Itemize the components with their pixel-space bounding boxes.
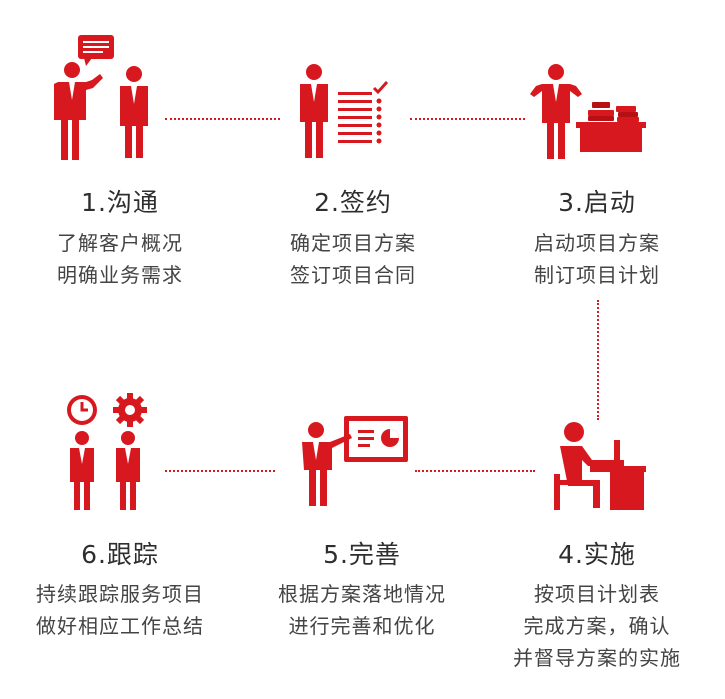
- step-6-line-2: 做好相应工作总结: [36, 614, 204, 638]
- step-2-line-1: 确定项目方案: [290, 231, 416, 255]
- connector-4-5: [415, 470, 535, 472]
- step-2-line-2: 签订项目合同: [290, 263, 416, 287]
- step-5-title: 5.完善: [323, 540, 401, 569]
- step-2-desc: 确定项目方案 签订项目合同: [233, 227, 473, 291]
- connector-5-6: [165, 470, 275, 472]
- step-5-desc: 根据方案落地情况 进行完善和优化: [242, 578, 482, 642]
- person-desk-books-icon: [530, 64, 646, 159]
- connector-3-4: [597, 300, 599, 420]
- step-6-line-1: 持续跟踪服务项目: [36, 582, 204, 606]
- step-1-title: 1.沟通: [81, 188, 159, 217]
- two-people-talking-icon: [54, 35, 148, 160]
- step-5-line-2: 进行完善和优化: [288, 614, 436, 638]
- step-1-line-1: 了解客户概况: [57, 231, 183, 255]
- step-3-desc: 启动项目方案 制订项目计划: [477, 227, 717, 291]
- step-3-title: 3.启动: [558, 188, 636, 217]
- step-2-title: 2.签约: [314, 188, 392, 217]
- people-clock-gear-icon: [67, 393, 147, 510]
- step-4-line-2: 完成方案，确认: [523, 614, 671, 638]
- connector-1-2: [165, 118, 280, 120]
- step-1-line-2: 明确业务需求: [57, 263, 183, 287]
- step-5-line-1: 根据方案落地情况: [278, 582, 446, 606]
- step-4-line-1: 按项目计划表: [534, 582, 660, 606]
- step-1-desc: 了解客户概况 明确业务需求: [0, 227, 240, 291]
- step-6-desc: 持续跟踪服务项目 做好相应工作总结: [0, 578, 240, 642]
- connector-2-3: [410, 118, 525, 120]
- person-presentation-board-icon: [302, 416, 408, 506]
- step-3-line-1: 启动项目方案: [534, 231, 660, 255]
- step-4-title: 4.实施: [558, 540, 636, 569]
- step-4-desc: 按项目计划表 完成方案，确认 并督导方案的实施: [477, 578, 717, 674]
- person-computer-desk-icon: [554, 422, 646, 510]
- step-3-line-2: 制订项目计划: [534, 263, 660, 287]
- step-4-line-3: 并督导方案的实施: [513, 646, 681, 670]
- person-checklist-icon: [300, 64, 389, 158]
- step-6-title: 6.跟踪: [81, 540, 159, 569]
